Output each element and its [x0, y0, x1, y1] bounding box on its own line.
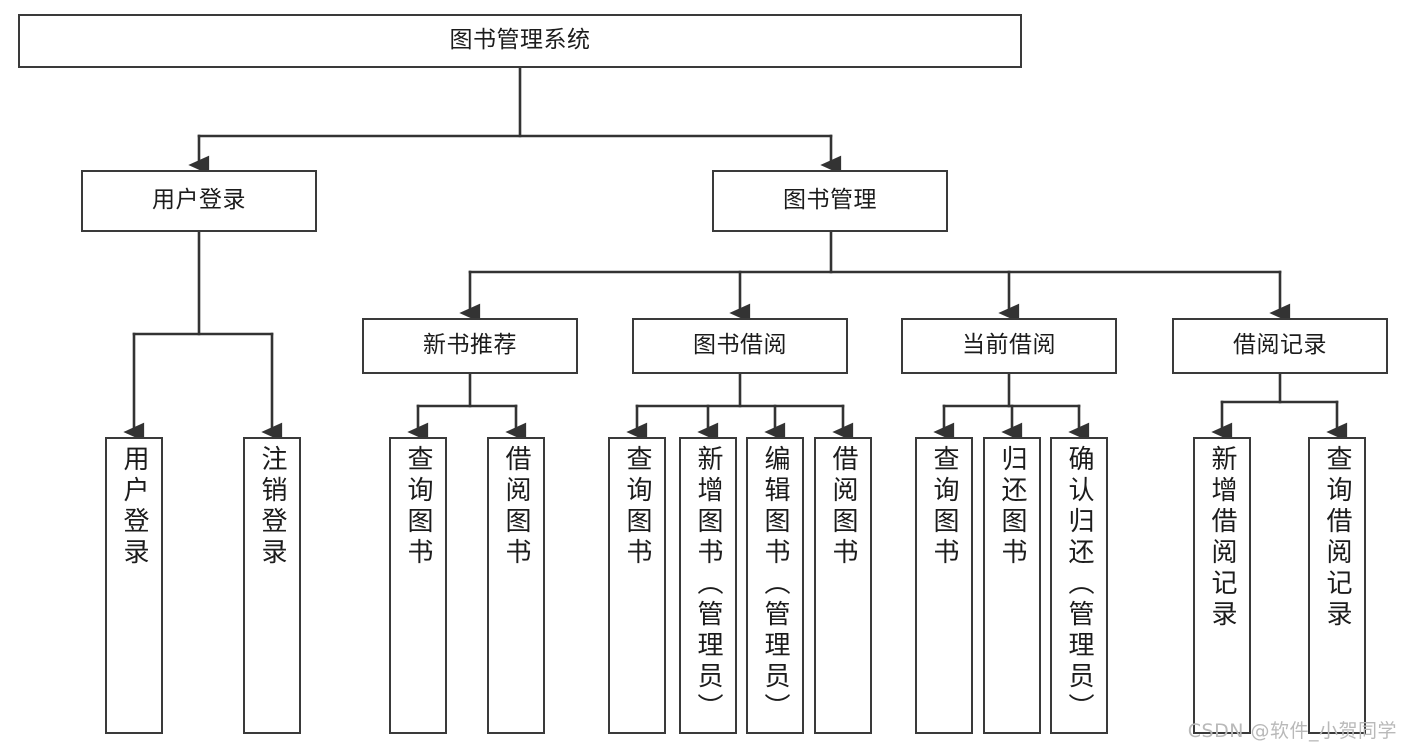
- node-leaf-query-record[interactable]: 查询借阅记录: [1308, 437, 1366, 734]
- node-leaf-logout[interactable]: 注销登录: [243, 437, 301, 734]
- node-leaf-return-book-label: 归还图书: [997, 445, 1027, 569]
- node-leaf-borrow-book[interactable]: 借阅图书: [814, 437, 872, 734]
- node-new-book-recommend[interactable]: 新书推荐: [362, 318, 578, 374]
- node-leaf-query-book-rec-label: 查询图书: [403, 445, 433, 569]
- node-leaf-return-book[interactable]: 归还图书: [983, 437, 1041, 734]
- node-leaf-borrow-book-rec[interactable]: 借阅图书: [487, 437, 545, 734]
- node-leaf-confirm-return-label: 确认归还（管理员）: [1064, 445, 1094, 724]
- node-leaf-borrow-book-rec-label: 借阅图书: [501, 445, 531, 569]
- node-leaf-query-book-rec[interactable]: 查询图书: [389, 437, 447, 734]
- node-book-manage-label: 图书管理: [783, 187, 877, 214]
- node-leaf-add-book[interactable]: 新增图书（管理员）: [679, 437, 737, 734]
- node-leaf-query-book-borrow[interactable]: 查询图书: [608, 437, 666, 734]
- node-leaf-user-login-label: 用户登录: [119, 445, 149, 569]
- node-leaf-edit-book-label: 编辑图书（管理员）: [760, 445, 790, 724]
- node-leaf-logout-label: 注销登录: [257, 445, 287, 569]
- node-leaf-borrow-book-label: 借阅图书: [828, 445, 858, 569]
- node-current-borrow[interactable]: 当前借阅: [901, 318, 1117, 374]
- csdn-watermark: CSDN @软件_小贺同学: [1187, 720, 1397, 742]
- node-user-login-label: 用户登录: [152, 187, 246, 214]
- node-leaf-add-record-label: 新增借阅记录: [1207, 445, 1237, 631]
- node-leaf-query-book-borrow-label: 查询图书: [622, 445, 652, 569]
- node-root[interactable]: 图书管理系统: [18, 14, 1022, 68]
- node-root-label: 图书管理系统: [449, 27, 591, 54]
- node-leaf-query-record-label: 查询借阅记录: [1322, 445, 1352, 631]
- node-new-book-recommend-label: 新书推荐: [423, 332, 517, 359]
- node-leaf-confirm-return[interactable]: 确认归还（管理员）: [1050, 437, 1108, 734]
- node-user-login[interactable]: 用户登录: [81, 170, 317, 232]
- node-borrow-records-label: 借阅记录: [1233, 332, 1327, 359]
- node-current-borrow-label: 当前借阅: [962, 332, 1056, 359]
- node-leaf-user-login[interactable]: 用户登录: [105, 437, 163, 734]
- node-leaf-query-book-current-label: 查询图书: [929, 445, 959, 569]
- node-book-manage[interactable]: 图书管理: [712, 170, 948, 232]
- node-book-borrow[interactable]: 图书借阅: [632, 318, 848, 374]
- node-book-borrow-label: 图书借阅: [693, 332, 787, 359]
- node-borrow-records[interactable]: 借阅记录: [1172, 318, 1388, 374]
- node-leaf-add-book-label: 新增图书（管理员）: [693, 445, 723, 724]
- node-leaf-add-record[interactable]: 新增借阅记录: [1193, 437, 1251, 734]
- node-leaf-edit-book[interactable]: 编辑图书（管理员）: [746, 437, 804, 734]
- node-leaf-query-book-current[interactable]: 查询图书: [915, 437, 973, 734]
